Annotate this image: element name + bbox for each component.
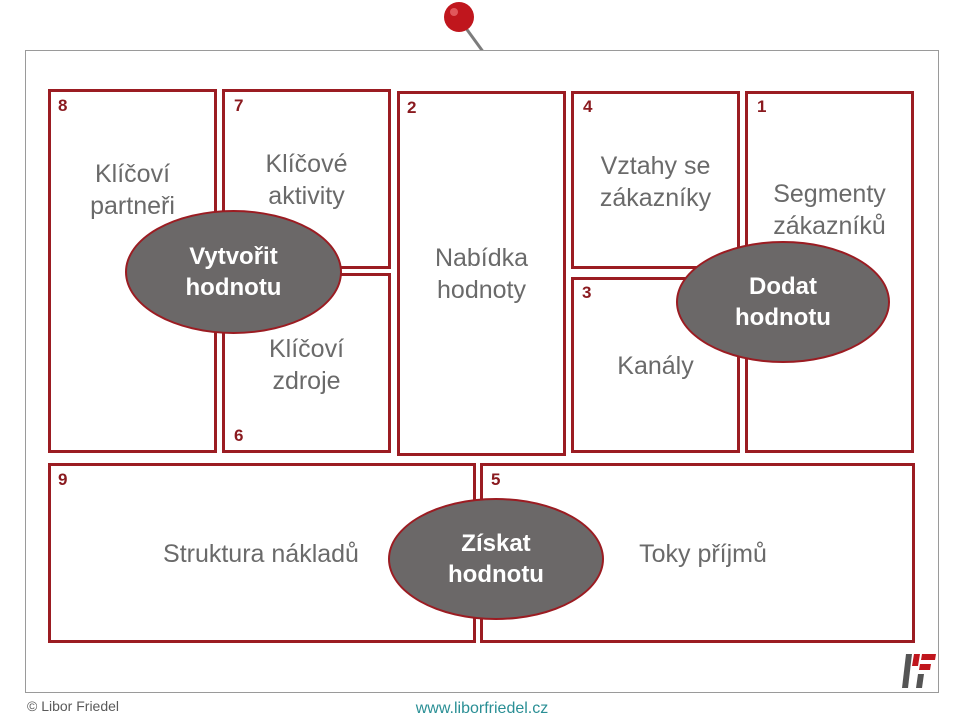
block-label: Klíčové aktivity [265, 150, 348, 210]
block-number: 7 [234, 96, 244, 115]
block-label: Vztahy se zákazníky [599, 152, 712, 212]
block-number: 8 [58, 96, 68, 115]
ellipse-capture-value: Získat hodnotu [388, 498, 604, 620]
block-number: 5 [491, 470, 501, 489]
block-number: 9 [58, 470, 68, 489]
block-value-proposition: 2 Nabídka hodnoty [397, 91, 566, 456]
block-customer-relationships: 4 Vztahy se zákazníky [571, 91, 740, 269]
block-label: Nabídka hodnoty [434, 244, 529, 304]
lf-logo-icon [902, 654, 936, 688]
block-label: Struktura nákladů [163, 540, 359, 568]
block-label: Segmenty zákazníků [773, 180, 886, 240]
block-label: Toky příjmů [639, 540, 767, 568]
website-link[interactable]: www.liborfriedel.cz [415, 700, 549, 717]
block-number: 4 [583, 97, 593, 116]
block-label: Klíčoví partneři [90, 160, 175, 220]
block-number: 3 [582, 283, 592, 302]
ellipse-deliver-value: Dodat hodnotu [676, 241, 890, 363]
block-number: 1 [757, 97, 767, 116]
block-number: 6 [234, 426, 244, 445]
block-label: Kanály [617, 352, 694, 380]
ellipse-create-value: Vytvořit hodnotu [125, 210, 342, 334]
block-number: 2 [407, 98, 417, 117]
block-label: Klíčoví zdroje [268, 335, 345, 395]
copyright: © Libor Friedel [27, 698, 120, 714]
